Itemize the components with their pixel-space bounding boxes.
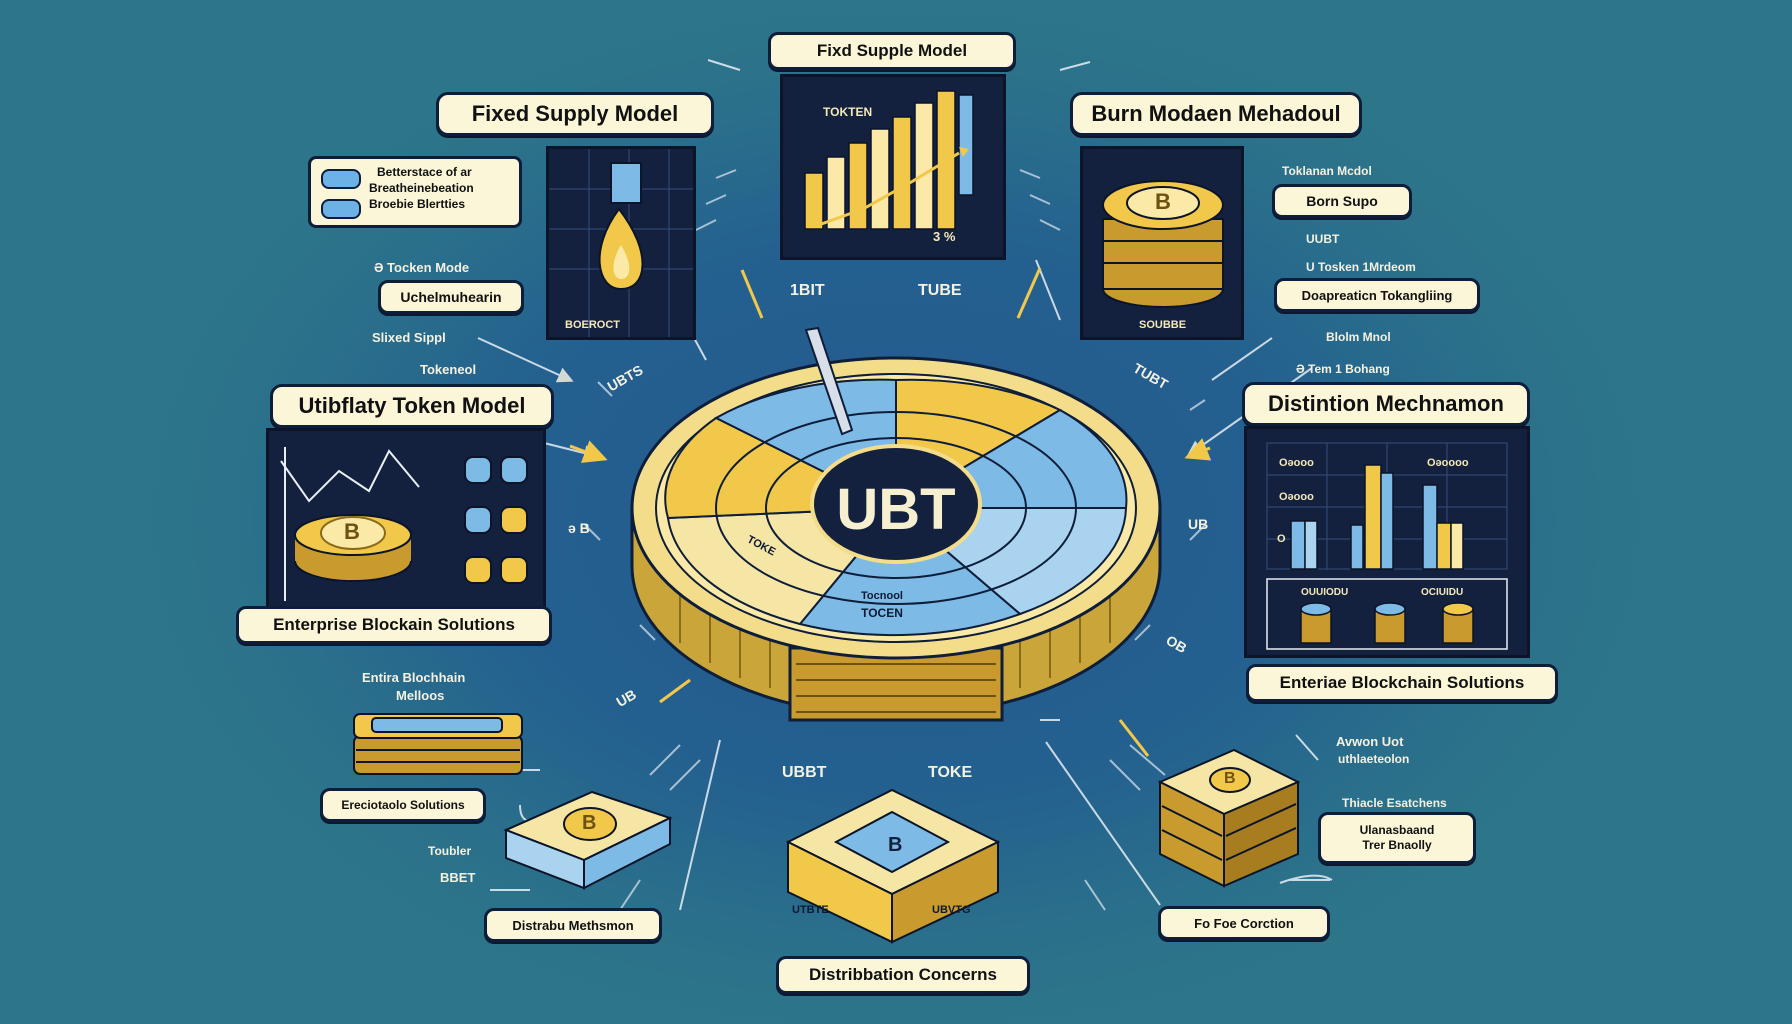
distribution-caption: Enteriae Blockchain Solutions: [1246, 664, 1558, 702]
tokbier-text: Toubler: [428, 844, 472, 858]
ulanasband-line-1: Ulanasbaand: [1359, 823, 1435, 837]
legend-box: Betterstace of ar Breatheinebeation Broe…: [308, 156, 522, 228]
doop-box: Doapreaticn Tokangliing: [1274, 278, 1480, 312]
token-mode-box: Uchelmuhearin: [378, 280, 524, 314]
coin-block-left-symbol: B: [582, 812, 597, 834]
bbet-text: BBET: [440, 870, 476, 885]
bottom-ubvtg: UBVTG: [932, 904, 971, 916]
right-uubt: UUBT: [1306, 232, 1340, 246]
legend-line-1: Betterstace of ar: [377, 165, 472, 179]
burn-supo-box: Born Supo: [1272, 184, 1412, 218]
dist-chart-label-1: Oəooo: [1279, 457, 1314, 469]
burn-coin-symbol: B: [1155, 189, 1171, 214]
bottom-right-symbol: B: [1224, 770, 1236, 787]
fixed-supply-caption: BOEROCT: [565, 319, 620, 331]
dist-sub-label-2: OCIUIDU: [1421, 587, 1464, 598]
float-ubbt: UBBT: [782, 764, 827, 781]
utility-token-title: Utibflaty Token Model: [270, 384, 554, 428]
coin-stack-icon: [1102, 180, 1224, 308]
ubt-center-label: UBT: [836, 477, 956, 542]
fe-fee-box: Fo Foe Corction: [1158, 906, 1330, 940]
awron-text: Avwon Uot: [1336, 734, 1404, 749]
coin-block-left: [503, 790, 673, 890]
distribution-mech-panel: Oəooo Oəooo Oəoooo O OUUIODU OCIUIDU: [1244, 426, 1530, 658]
distribution-mech-title: Distintion Mechnamon: [1242, 382, 1530, 426]
distrab-box: Distrabu Methsmon: [484, 908, 662, 942]
ulanasband-box: Ulanasbaand Trer Bnaolly: [1318, 812, 1476, 864]
fixed-suppl-text: Slixed Sippl: [372, 330, 446, 345]
hub-inner-label-2: TOCEN: [861, 606, 903, 620]
legend-line-2: Breatheinebeation: [369, 181, 474, 195]
right-tem: Ə Tem 1 Bohang: [1296, 362, 1390, 376]
distribution-concerns-box: Distribbation Concerns: [776, 956, 1030, 994]
bottom-right-cube: [1157, 748, 1301, 888]
top-bars-graphic: [804, 90, 974, 230]
flame-icon: [549, 149, 693, 337]
ereciolado-box: Ereciotaolo Solutions: [320, 788, 486, 822]
distribution-chart-graphic: [1266, 442, 1508, 650]
bottom-center-box: [785, 788, 1001, 944]
right-blolm: Blolm Mnol: [1326, 330, 1391, 344]
utility-coin-graphic: [280, 447, 531, 605]
utleolon-text: uthlaeteolon: [1338, 752, 1410, 766]
dist-sub-label-1: OUUIODU: [1301, 587, 1349, 598]
dist-chart-label-2: Oəooo: [1279, 491, 1314, 503]
dist-chart-label-3: Oəoooo: [1427, 457, 1469, 469]
right-token-modal: Toklanan Mcdol: [1282, 164, 1372, 178]
token-mode-text: Ə Tocken Mode: [374, 260, 470, 275]
right-utoken: U Tosken 1Mrdeom: [1306, 260, 1416, 274]
legend-pill-2: [321, 199, 361, 219]
dist-chart-zero: O: [1277, 533, 1286, 545]
top-percent: 3 %: [933, 229, 956, 244]
burn-model-title: Burn Modaen Mehadoul: [1070, 92, 1362, 136]
burn-panel-caption: SOUBBE: [1139, 319, 1187, 331]
bottom-center-symbol: B: [888, 834, 903, 856]
thiacle-text: Thiacle Esatchens: [1342, 796, 1447, 810]
ulanasband-line-2: Trer Bnaolly: [1362, 838, 1432, 852]
ubt-hub-pie: [630, 326, 1162, 722]
float-toke: TOKE: [928, 764, 973, 781]
float-ub-right: UB: [1188, 516, 1209, 532]
float-b-left: ə B: [568, 520, 590, 536]
legend-line-3: Broebie Blertties: [369, 197, 466, 211]
fixed-supply-title: Fixed Supply Model: [436, 92, 714, 136]
utility-coin-symbol: B: [344, 519, 360, 544]
bottom-utbte: UTBTE: [792, 904, 829, 916]
entire-blockchain-text: Entira Blochhain: [362, 670, 466, 685]
legend-pill-1: [321, 169, 361, 189]
utility-token-panel: B: [266, 428, 546, 616]
bottom-left-stack: [353, 713, 523, 775]
top-bar-chart-panel: TOKTEN 3 %: [780, 74, 1006, 260]
fixed-supply-panel: BOEROCT: [546, 146, 696, 340]
hub-inner-label-1: Tocnool: [861, 590, 903, 602]
top-panel-label: TOKTEN: [823, 105, 873, 119]
utility-caption: Enterprise Blockain Solutions: [236, 606, 552, 644]
top-model-title: Fixd Supple Model: [768, 32, 1016, 70]
melloos-text: Melloos: [396, 688, 445, 703]
tokeneol-text: Tokeneol: [420, 362, 477, 377]
float-tube: TUBE: [918, 282, 962, 299]
float-1bit: 1BIT: [790, 282, 825, 299]
burn-model-panel: B SOUBBE: [1080, 146, 1244, 340]
